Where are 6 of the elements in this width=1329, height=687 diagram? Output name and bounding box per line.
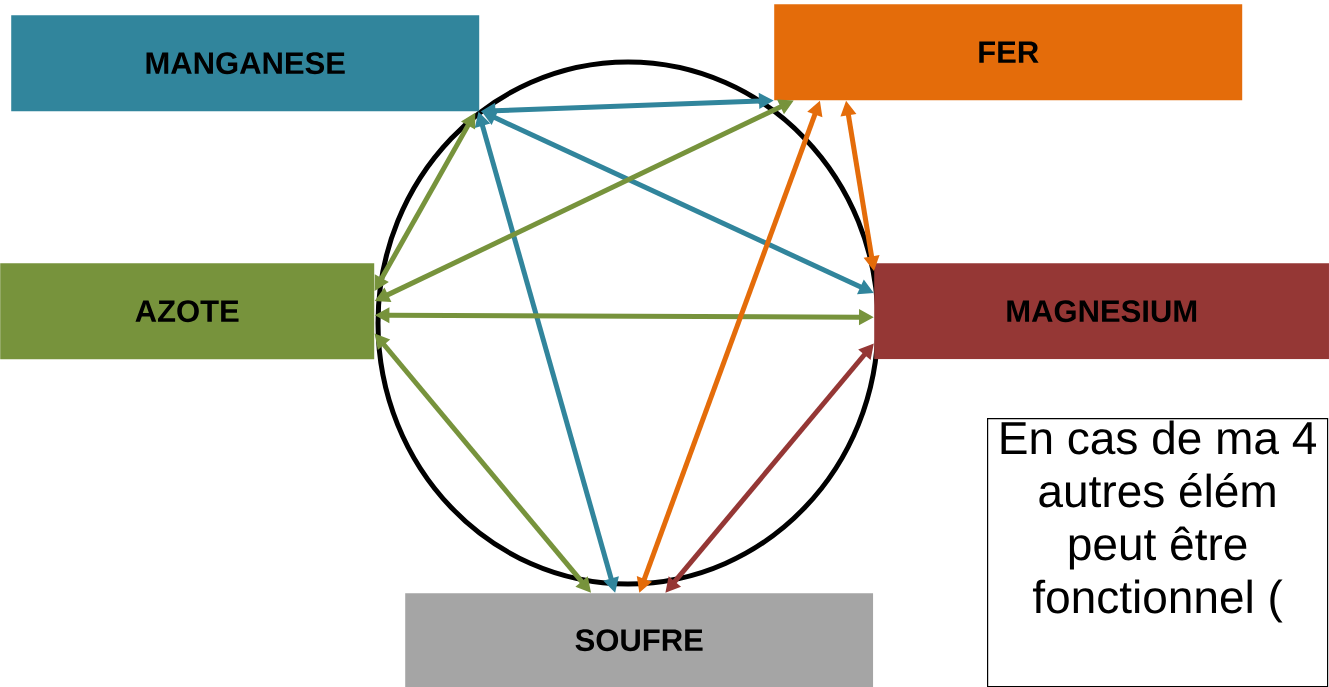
- element-box: MAGNESIUM: [874, 263, 1329, 360]
- element-box: FER: [774, 4, 1243, 101]
- element-box: AZOTE: [0, 263, 375, 360]
- element-box: SOUFRE: [405, 593, 874, 687]
- element-box: MANGANESE: [11, 15, 480, 112]
- note-box: En cas de ma 4 autres élém peut être fonctionnel (: [987, 418, 1329, 687]
